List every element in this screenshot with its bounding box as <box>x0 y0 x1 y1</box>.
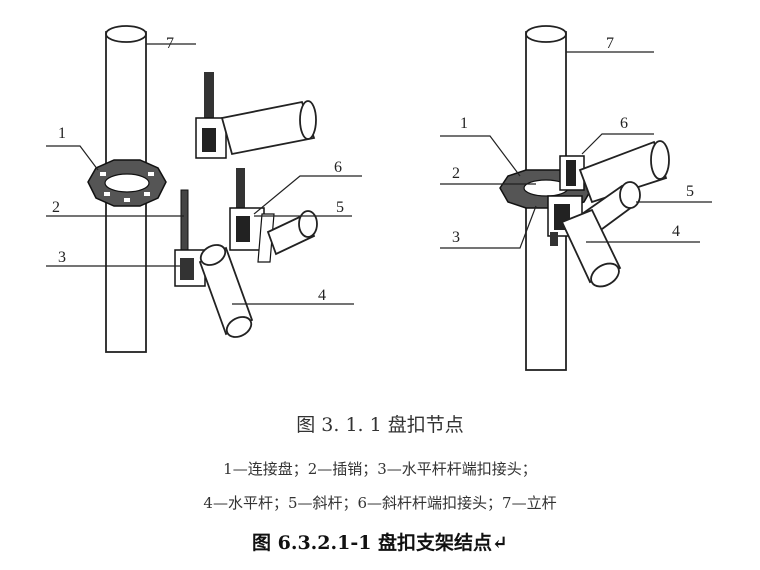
left-leader-lines <box>46 43 362 305</box>
right-label-5: 5 <box>686 183 694 200</box>
right-label-6: 6 <box>620 115 628 132</box>
left-label-6: 6 <box>334 159 342 176</box>
left-exploded-assembly: 7 1 2 3 4 5 6 <box>46 25 362 353</box>
right-horizontal-bar <box>560 208 622 288</box>
right-label-3: 3 <box>452 229 460 246</box>
left-upper-coupler <box>195 72 317 159</box>
right-label-2: 2 <box>452 165 460 182</box>
left-label-1: 1 <box>58 125 66 142</box>
left-label-2: 2 <box>52 199 60 216</box>
right-label-4: 4 <box>672 223 680 240</box>
main-title: 图 6.3.2.1-1 盘扣支架结点↵ <box>252 532 508 554</box>
left-diagonal-coupler <box>229 168 275 263</box>
left-label-7: 7 <box>166 35 174 52</box>
legend-line-1: 1—连接盘；2—插销；3—水平杆杆端扣接头； <box>223 460 537 478</box>
scaffold-node-diagram: 7 1 2 3 4 5 6 <box>46 25 712 371</box>
left-horizontal-bar <box>198 244 254 338</box>
left-label-4: 4 <box>318 287 326 304</box>
left-horizontal-coupler <box>174 249 206 287</box>
right-diagonal-coupler <box>559 140 670 204</box>
left-connecting-disc <box>87 159 167 207</box>
right-assembled-view: 7 1 2 3 6 5 4 <box>440 25 712 371</box>
left-label-5: 5 <box>336 199 344 216</box>
legend-line-2: 4—水平杆；5—斜杆；6—斜杆杆端扣接头；7—立杆 <box>203 494 557 512</box>
right-leader-lines <box>440 51 712 249</box>
right-label-1: 1 <box>460 115 468 132</box>
right-label-7: 7 <box>606 35 614 52</box>
left-diagonal-bar <box>266 210 318 256</box>
left-label-3: 3 <box>58 249 66 266</box>
figure-title: 图 3. 1. 1 盘扣节点 <box>296 414 464 436</box>
